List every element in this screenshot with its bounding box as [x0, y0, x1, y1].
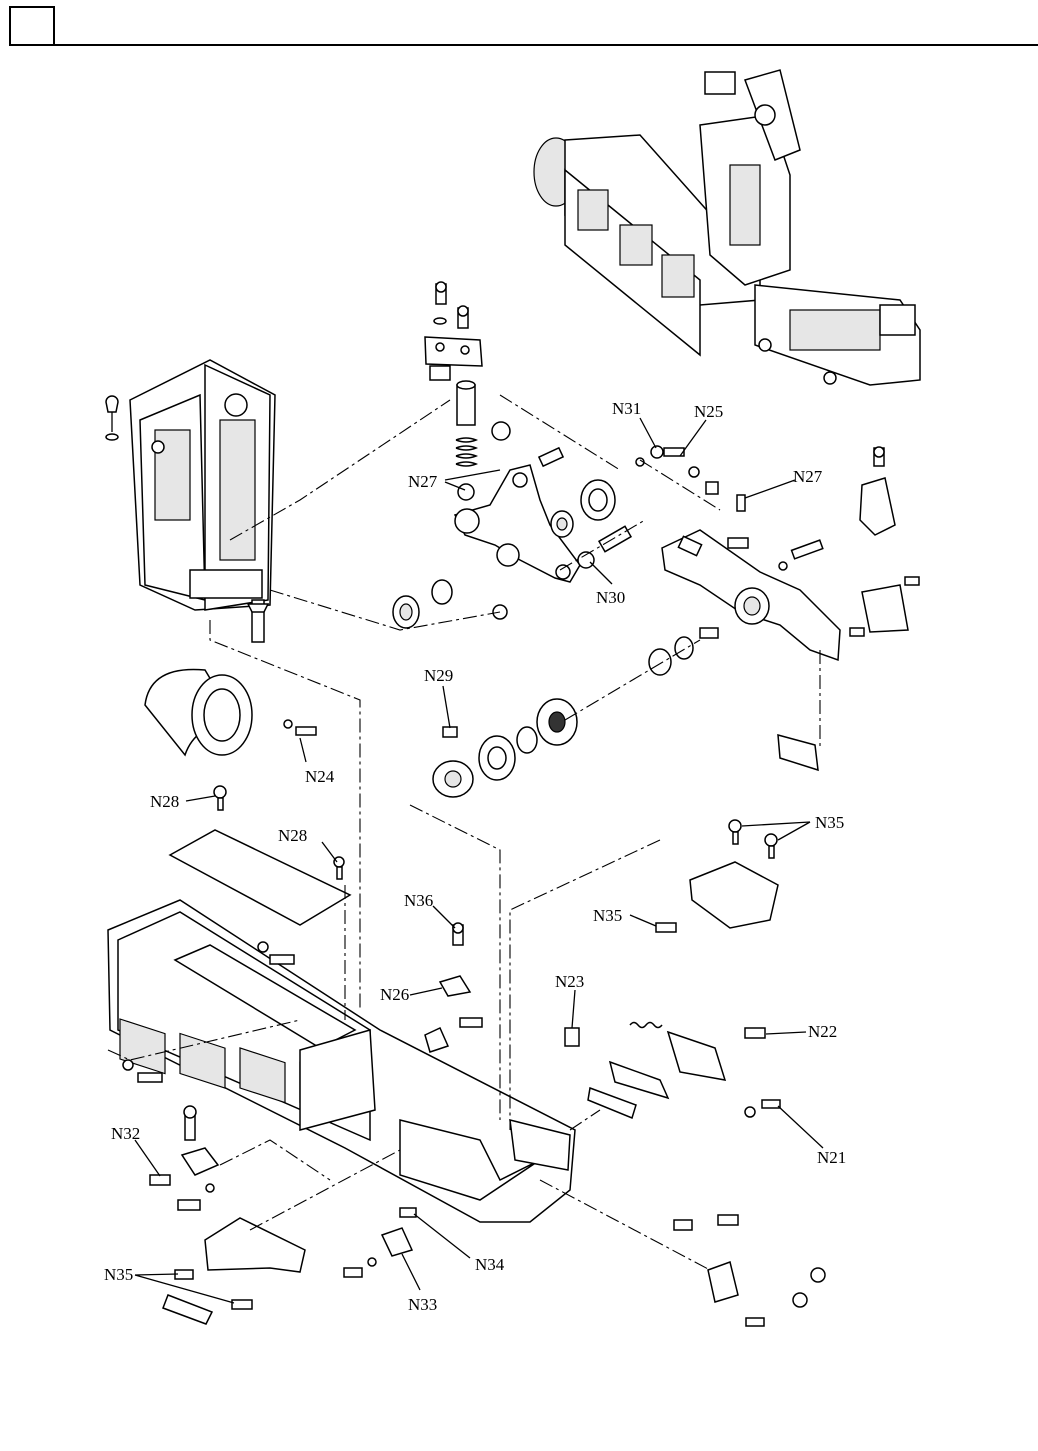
- right-small-parts-drawing: [565, 820, 825, 1326]
- callout-n31: N31: [612, 399, 641, 418]
- callout-n28-upper: N28: [150, 792, 179, 811]
- carriage-drawing: [649, 447, 919, 770]
- callout-n34: N34: [475, 1255, 505, 1274]
- callout-n30: N30: [596, 588, 625, 607]
- callout-n33: N33: [408, 1295, 437, 1314]
- callout-n24: N24: [305, 767, 335, 786]
- elbow-duct-drawing: [145, 669, 316, 755]
- bearing-group-drawing: [433, 699, 577, 797]
- callout-n32: N32: [111, 1124, 140, 1143]
- main-base-frame-drawing: [108, 900, 575, 1222]
- lever-assembly-drawing: [393, 282, 718, 628]
- lower-left-parts-drawing: [150, 1106, 305, 1324]
- callout-n27-right: N27: [793, 467, 823, 486]
- upright-frame-drawing: [106, 360, 275, 642]
- cover-plate-drawing: [170, 786, 350, 925]
- callout-n23: N23: [555, 972, 584, 991]
- callout-n26: N26: [380, 985, 409, 1004]
- callout-n28-lower: N28: [278, 826, 307, 845]
- callout-n29: N29: [424, 666, 453, 685]
- callout-n27-left: N27: [408, 472, 438, 491]
- callout-n25: N25: [694, 402, 723, 421]
- callout-n35-lower: N35: [104, 1265, 133, 1284]
- callout-n35-middle: N35: [593, 906, 622, 925]
- callout-n35-upper: N35: [815, 813, 844, 832]
- callout-n21: N21: [817, 1148, 846, 1167]
- callout-n36: N36: [404, 891, 433, 910]
- assembled-frame-drawing: [534, 70, 920, 385]
- callout-n22: N22: [808, 1022, 837, 1041]
